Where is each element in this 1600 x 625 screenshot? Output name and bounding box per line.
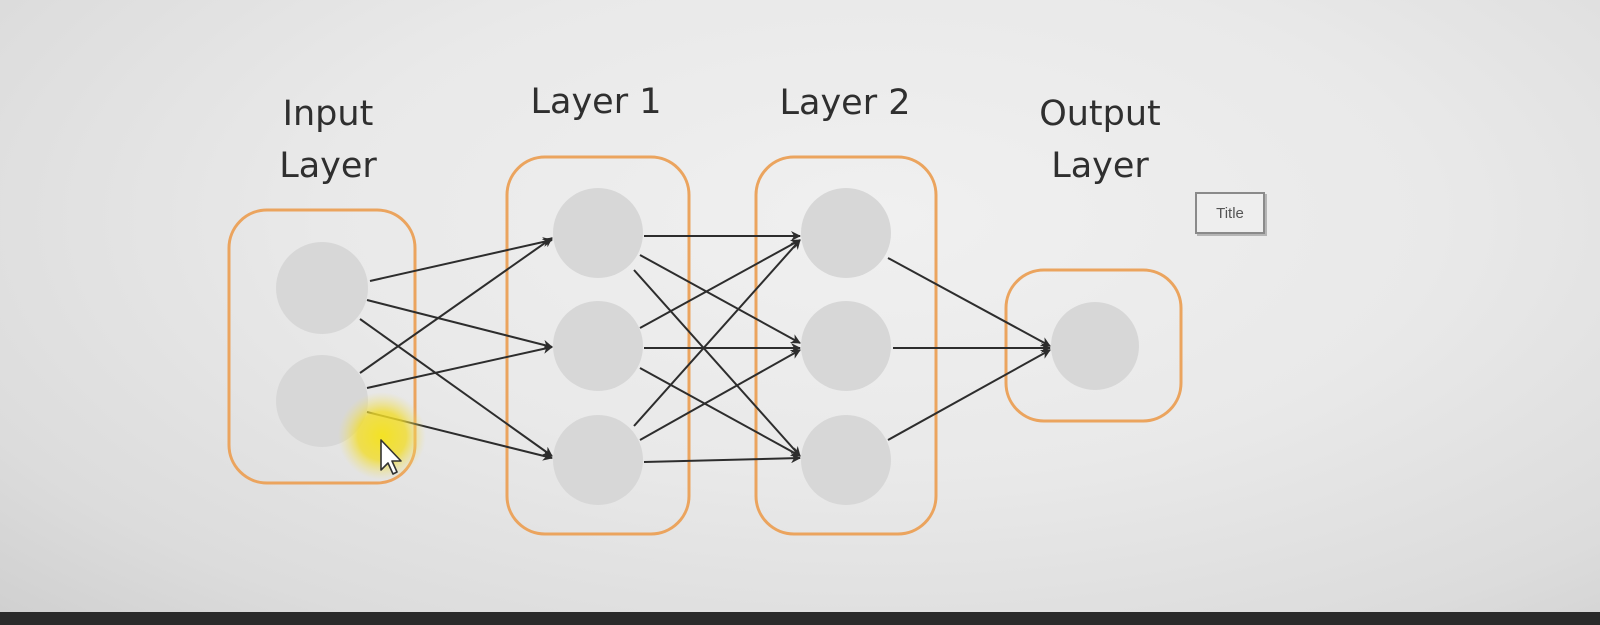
connection-l1n3-l2n3 xyxy=(643,453,801,464)
connection-l1n3-l2n1 xyxy=(633,239,801,427)
output-neuron-1 xyxy=(1051,302,1139,390)
layer-2-neuron-1 xyxy=(801,188,891,278)
layer-1-label: Layer 1 xyxy=(530,82,662,122)
connection-l1n3-l2n2 xyxy=(639,349,801,441)
cursor-highlight xyxy=(338,392,426,480)
layer-2-neuron-2 xyxy=(801,301,891,391)
title-placeholder-text: Title xyxy=(1216,204,1244,222)
connection-i1-l1n1 xyxy=(369,237,553,282)
output-layer-label: Output Layer xyxy=(1039,94,1161,186)
input-neuron-1 xyxy=(276,242,368,334)
connection-l1n2-l2n3 xyxy=(639,367,801,457)
layer-2-neuron-3 xyxy=(801,415,891,505)
connection-l2n1-o1 xyxy=(887,257,1051,347)
layer-2-label: Layer 2 xyxy=(779,83,911,123)
connection-l2n3-o1 xyxy=(887,349,1051,441)
screen-bottom-edge xyxy=(0,612,1600,625)
connection-l1n1-l2n2 xyxy=(639,254,801,344)
input-layer-label: Input Layer xyxy=(279,94,377,186)
title-placeholder-box[interactable]: Title xyxy=(1195,192,1265,234)
output-layer-box xyxy=(1004,268,1183,423)
layer-2-box xyxy=(754,155,938,536)
connection-l1n1-l2n3 xyxy=(633,269,801,457)
layer-1-neuron-2 xyxy=(553,301,643,391)
layer-1-neuron-3 xyxy=(553,415,643,505)
connection-l1n2-l2n1 xyxy=(639,239,801,329)
connection-i2-l1n2 xyxy=(366,344,553,389)
input-layer-box xyxy=(227,208,417,485)
layer-1-neuron-1 xyxy=(553,188,643,278)
connection-i1-l1n3 xyxy=(359,318,553,457)
mouse-pointer-icon xyxy=(380,439,402,475)
connection-i2-l1n1 xyxy=(359,237,553,374)
layer-1-box xyxy=(505,155,691,536)
connection-i1-l1n2 xyxy=(366,299,553,350)
